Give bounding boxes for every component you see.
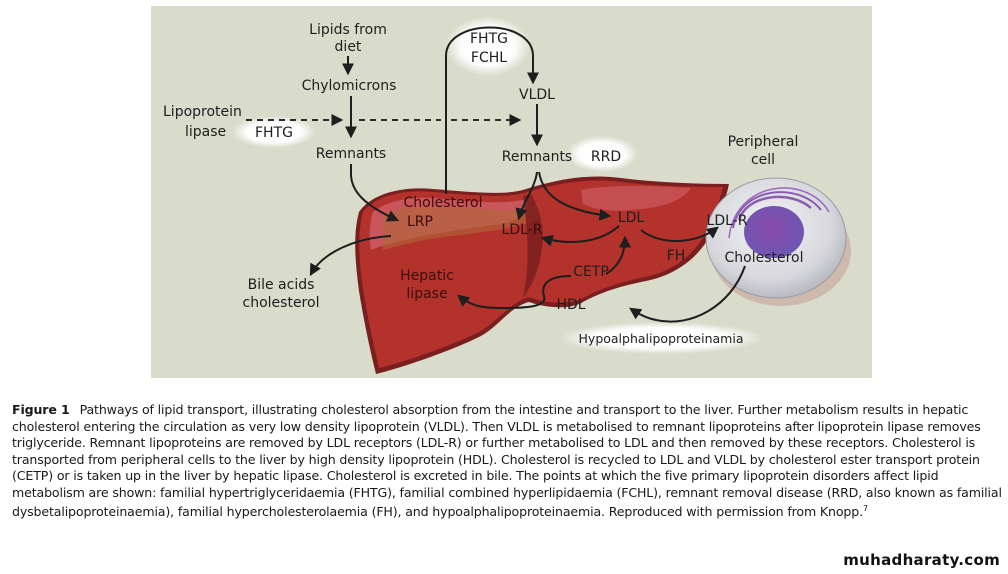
label-hypoalpha: Hypoalphalipoproteinamia bbox=[579, 331, 744, 346]
label-fhtg-top: FHTG bbox=[470, 31, 508, 47]
arrow-remnants-to-ldl bbox=[538, 171, 612, 221]
cell-nucleus bbox=[744, 206, 804, 258]
label-rrd: RRD bbox=[591, 149, 621, 165]
label-liver-cholesterol: Cholesterol bbox=[403, 195, 482, 211]
liver-fissure bbox=[523, 194, 543, 298]
peripheral-cell-illustration bbox=[705, 177, 851, 306]
caption-text: Pathways of lipid transport, illustratin… bbox=[12, 402, 1002, 520]
label-cell-ldlr: LDL-R bbox=[707, 213, 748, 229]
label-lipids-from-diet-2: diet bbox=[335, 39, 362, 55]
reference-superscript: 7 bbox=[862, 504, 868, 513]
liver-right-lobe-highlight bbox=[581, 186, 691, 211]
arrow-liver-to-bile bbox=[309, 235, 392, 277]
label-liver-ldlr: LDL-R bbox=[502, 222, 543, 238]
label-fhtg-left: FHTG bbox=[255, 125, 293, 141]
label-peripheral-cell-2: cell bbox=[751, 152, 775, 168]
cell-er-ring bbox=[728, 187, 830, 239]
label-hepatic-lipase-2: lipase bbox=[406, 286, 447, 302]
label-lipoprotein-lipase-2: lipase bbox=[185, 124, 226, 140]
rrd-glow bbox=[566, 136, 638, 172]
figure-label: Figure 1 bbox=[12, 402, 70, 417]
label-remnants-left: Remnants bbox=[316, 146, 386, 162]
arrow-remnants-to-liver bbox=[350, 164, 400, 222]
label-vldl: VLDL bbox=[519, 87, 555, 103]
label-ldl: LDL bbox=[618, 210, 645, 226]
liver-tan-band bbox=[383, 204, 539, 250]
lipid-transport-diagram: Lipids from diet Chylomicrons Lipoprotei… bbox=[163, 16, 851, 374]
label-remnants-right: Remnants bbox=[502, 149, 572, 165]
arrow-cetp-to-ldl bbox=[605, 235, 631, 275]
label-hdl: HDL bbox=[556, 297, 585, 313]
fhtg-left-glow bbox=[232, 116, 316, 148]
label-peripheral-cell: Peripheral bbox=[728, 134, 799, 150]
label-bile-cholesterol: cholesterol bbox=[243, 295, 320, 311]
arrow-ldl-to-cell-ldlr bbox=[640, 226, 719, 242]
label-lipoprotein-lipase: Lipoprotein bbox=[163, 104, 242, 120]
label-cell-cholesterol: Cholesterol bbox=[724, 250, 803, 266]
liver-illustration bbox=[355, 176, 729, 374]
arrow-hdl-cetp-curve bbox=[457, 275, 572, 310]
hypoalpha-glow bbox=[559, 322, 763, 354]
arrow-ldl-to-liver-ldlr bbox=[540, 225, 620, 247]
arrow-remnants-to-liver-ldlr bbox=[515, 171, 538, 221]
watermark: muhadharaty.com bbox=[843, 551, 1000, 569]
label-fchl-top: FCHL bbox=[471, 50, 507, 66]
label-lipids-from-diet: Lipids from bbox=[309, 22, 387, 38]
arrow-liver-cholesterol-to-vldl bbox=[445, 26, 539, 194]
label-hepatic-lipase: Hepatic bbox=[400, 268, 454, 284]
label-fh: FH bbox=[667, 248, 686, 264]
label-bile-acids: Bile acids bbox=[248, 277, 315, 293]
cell-er-ring bbox=[737, 195, 812, 221]
label-chylomicrons: Chylomicrons bbox=[302, 78, 397, 94]
label-liver-lrp: LRP bbox=[407, 214, 433, 230]
cell-er-ring bbox=[732, 191, 822, 229]
figure-panel: Lipids from diet Chylomicrons Lipoprotei… bbox=[151, 6, 872, 378]
arrow-cell-to-hdl bbox=[629, 265, 746, 323]
label-cetp: CETP bbox=[573, 264, 609, 280]
